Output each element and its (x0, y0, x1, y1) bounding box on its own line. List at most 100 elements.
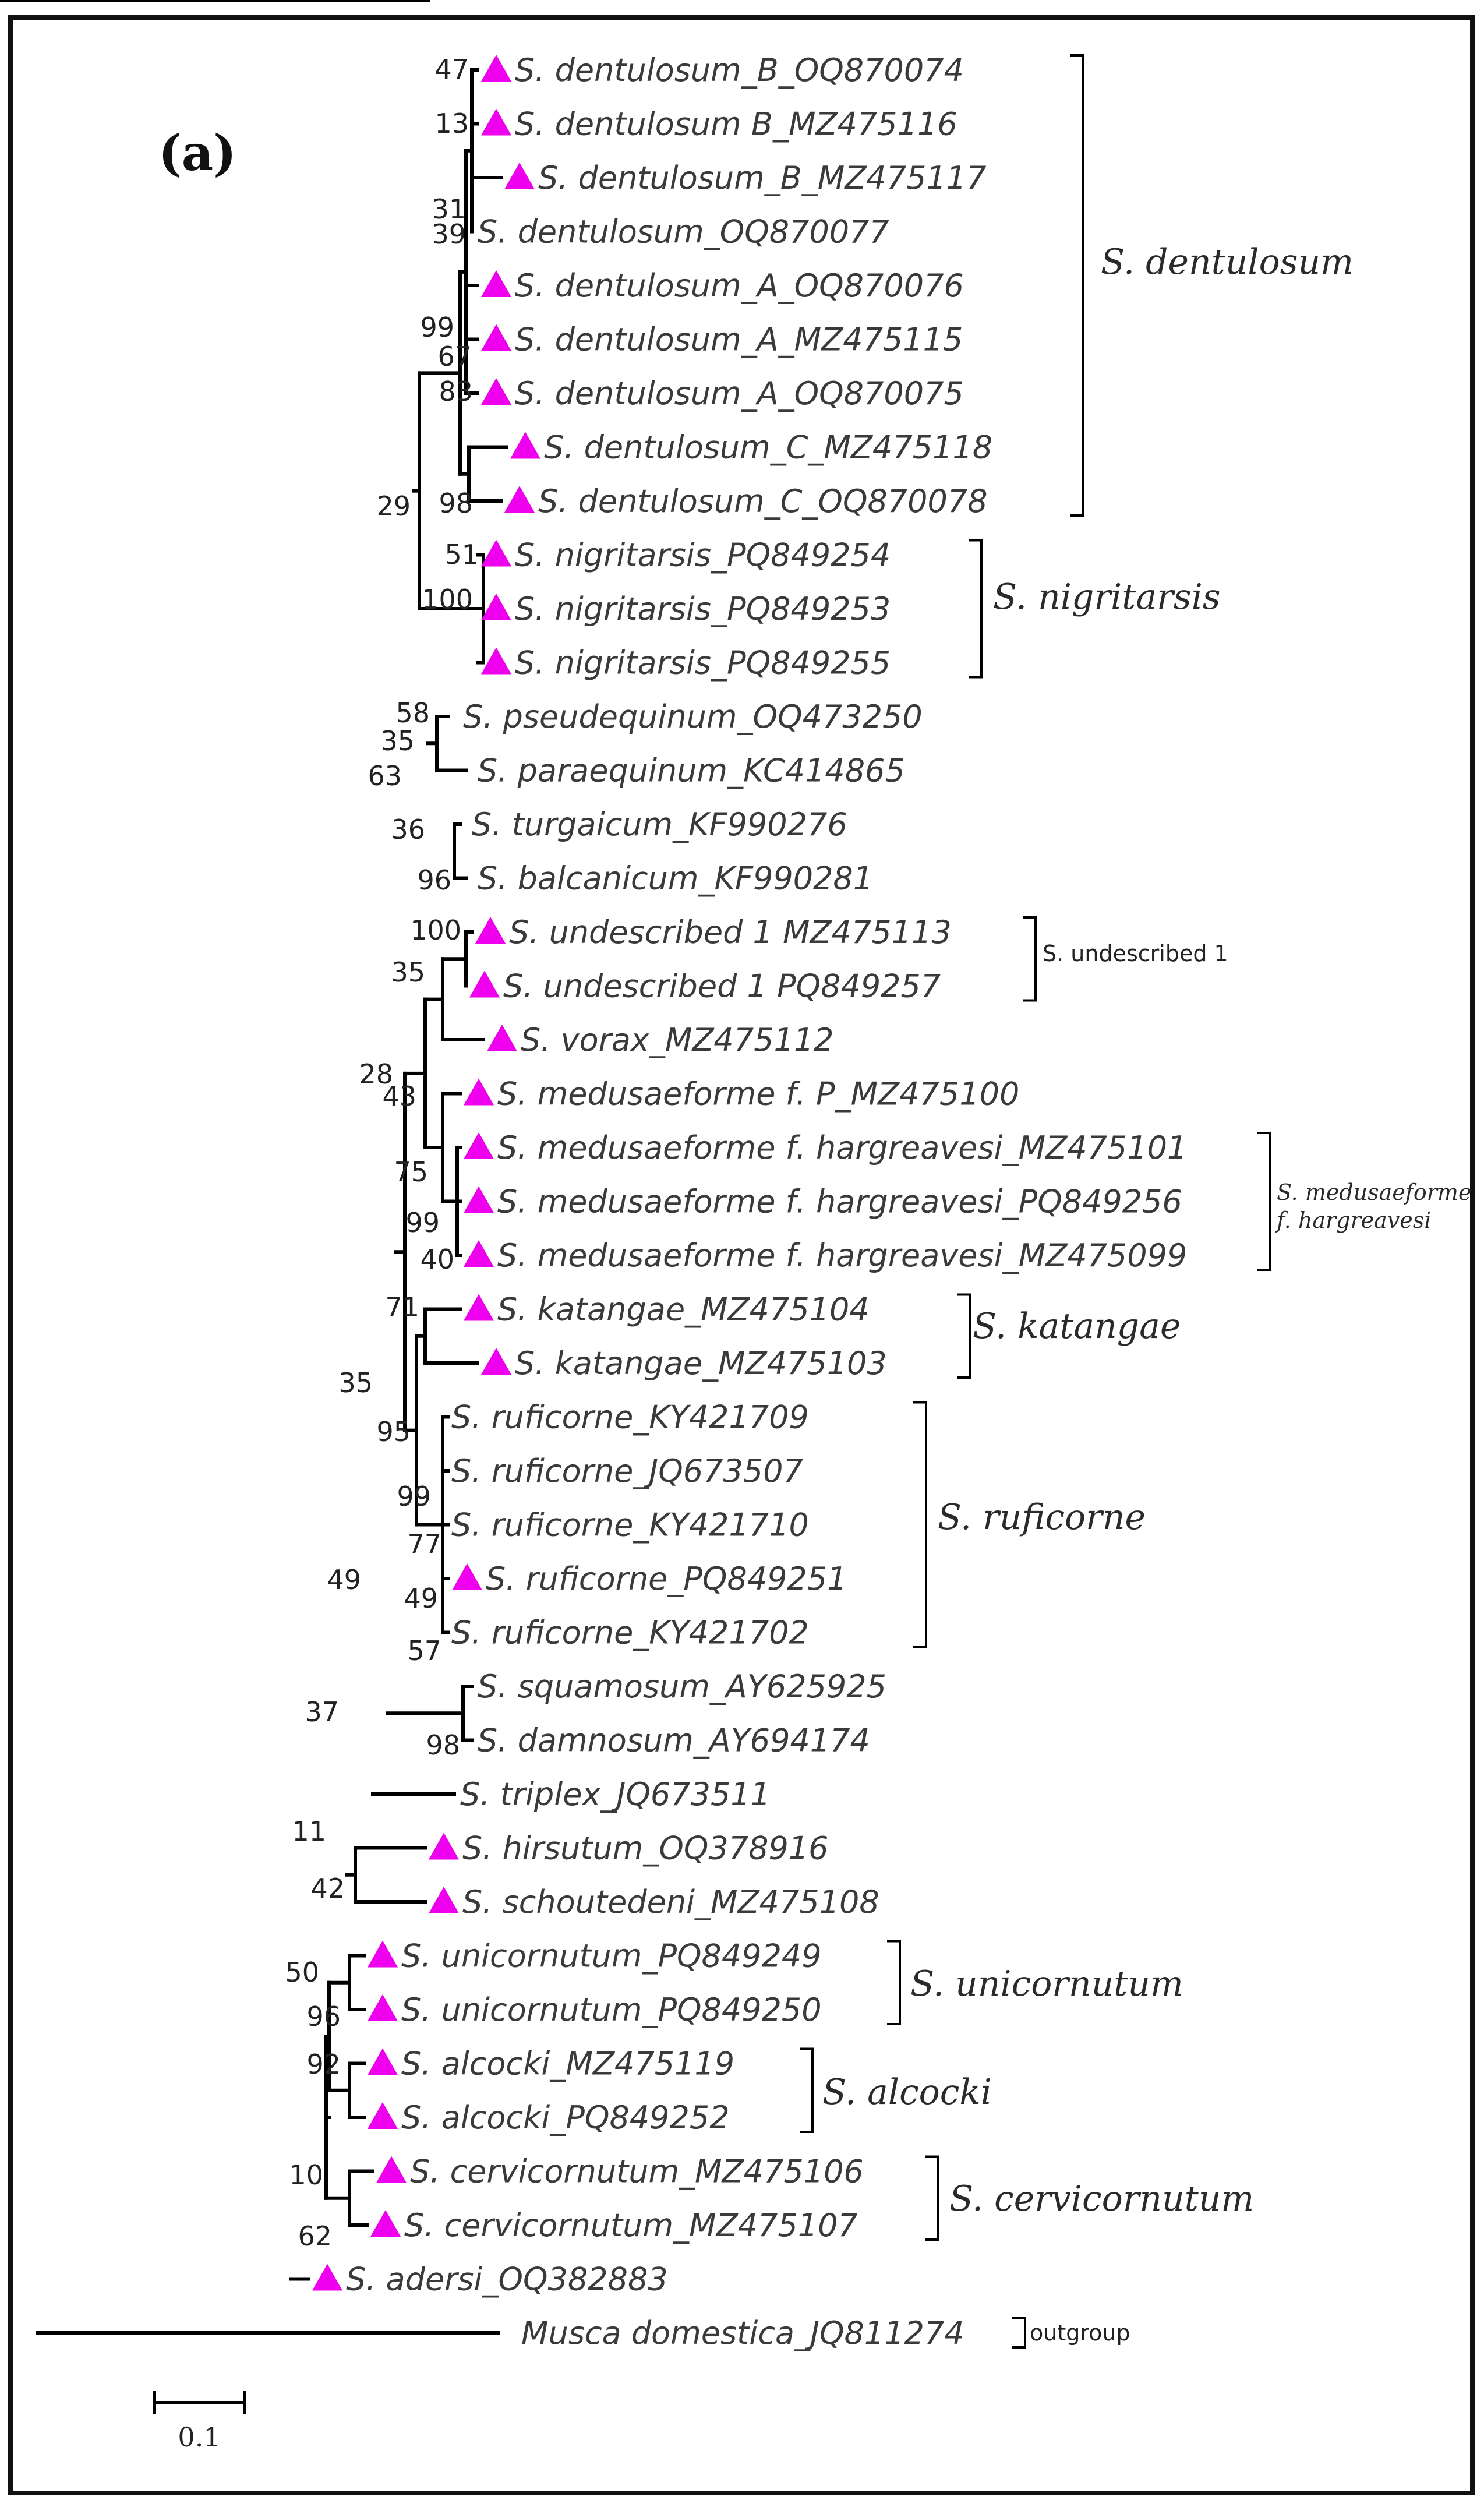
taxon-marker-triangle-icon (368, 2102, 398, 2129)
taxon-marker-triangle-icon (429, 1887, 459, 1913)
taxon-marker-triangle-icon (368, 1994, 398, 2021)
taxon-label: S. paraequinum_KC414865 (478, 753, 905, 789)
taxon-marker-triangle-icon (469, 970, 500, 998)
taxon-label: S. damnosum_AY694174 (478, 1722, 870, 1759)
taxon-label: S. ruficorne_PQ849251 (486, 1560, 847, 1597)
clade-label: S. katangae (973, 1306, 1181, 1347)
support-value: 67 (437, 341, 472, 372)
support-value: 28 (359, 1058, 393, 1090)
taxon-label: S. dentulosum_B_OQ870074 (515, 52, 964, 89)
support-value: 58 (395, 697, 430, 729)
tree-branches (0, 0, 508, 2335)
clade-label: f. hargreavesi (1275, 1207, 1431, 1233)
taxon-label: S. medusaeforme f. hargreavesi_MZ475099 (497, 1237, 1187, 1274)
taxon-marker-triangle-icon (464, 1186, 494, 1213)
taxon-marker-triangle-icon (481, 647, 511, 675)
taxon-label: S. squamosum_AY625925 (478, 1668, 886, 1705)
taxon-label: S. ruficorne_JQ673507 (451, 1453, 803, 1489)
taxon-marker-triangle-icon (464, 1132, 494, 1159)
taxon-marker-triangle-icon (475, 917, 506, 944)
taxon-label: S. schoutedeni_MZ475108 (462, 1884, 879, 1920)
taxon-label: S. dentulosum_C_OQ870078 (538, 483, 988, 520)
taxon-label: Musca domestica_JQ811274 (521, 2315, 964, 2351)
taxon-label: S. nigritarsis_PQ849254 (515, 537, 891, 574)
taxon-label: S. adersi_OQ382883 (346, 2261, 668, 2298)
clade-label: S. dentulosum (1101, 242, 1354, 283)
taxon-markers (312, 55, 540, 2291)
clade-bracket (800, 2047, 814, 2133)
taxon-marker-triangle-icon (376, 2156, 407, 2183)
taxon-label: S. unicornutum_PQ849249 (401, 1938, 822, 1975)
taxon-marker-triangle-icon (481, 594, 511, 620)
support-value: 10 (289, 2159, 323, 2191)
clade-label: S. unicornutum (910, 1964, 1183, 2004)
support-value: 96 (417, 864, 451, 896)
taxon-marker-triangle-icon (312, 2264, 342, 2291)
taxon-marker-triangle-icon (481, 270, 511, 297)
support-value: 50 (285, 1957, 319, 1988)
taxon-label: S. pseudequinum_OQ473250 (463, 698, 923, 735)
support-value: 13 (434, 108, 469, 139)
clade-label: S. cervicornutum (949, 2178, 1254, 2219)
support-value: 63 (368, 760, 402, 792)
support-value: 49 (404, 1583, 438, 1614)
taxon-marker-triangle-icon (368, 2048, 398, 2075)
clade-bracket (1257, 1132, 1271, 1271)
taxon-marker-triangle-icon (464, 1294, 494, 1321)
taxon-marker-triangle-icon (368, 1940, 398, 1968)
support-value: 98 (439, 488, 473, 519)
taxon-marker-triangle-icon (510, 432, 540, 459)
taxon-label: S. medusaeforme f. hargreavesi_PQ849256 (497, 1184, 1182, 1220)
taxon-label: S. dentulosum_C_MZ475118 (544, 429, 992, 466)
taxon-label: S. alcocki_MZ475119 (401, 2046, 734, 2082)
taxon-label: S. ruficorne_KY421710 (451, 1507, 809, 1544)
taxon-label: S. unicornutum_PQ849250 (401, 1992, 822, 2028)
taxon-marker-triangle-icon (464, 1078, 494, 1106)
taxon-marker-triangle-icon (370, 2210, 401, 2237)
clade-bracket (957, 1293, 971, 1379)
clade-label: outgroup (1030, 2320, 1130, 2346)
scale-bar-label: 0.1 (178, 2421, 220, 2453)
taxon-marker-triangle-icon (504, 486, 535, 513)
clade-bracket (1012, 2317, 1026, 2349)
taxon-label: S. ruficorne_KY421709 (451, 1399, 809, 1436)
taxon-label: S. katangae_MZ475104 (497, 1291, 870, 1328)
support-value: 96 (306, 2001, 341, 2032)
support-value: 35 (391, 956, 425, 988)
taxon-label: S. cervicornutum_MZ475106 (410, 2153, 864, 2190)
taxon-marker-triangle-icon (481, 55, 511, 82)
taxon-label: S. dentulosum_A_MZ475115 (515, 322, 963, 358)
support-value: 95 (376, 1416, 411, 1447)
support-value: 35 (380, 725, 415, 757)
taxon-marker-triangle-icon (481, 378, 511, 405)
taxon-label: S. nigritarsis_PQ849253 (515, 591, 891, 627)
clade-label: S. alcocki (822, 2072, 992, 2113)
support-value: 92 (306, 2049, 341, 2080)
clade-label: S. undescribed 1 (1043, 941, 1228, 966)
support-value: 71 (385, 1291, 419, 1323)
taxon-marker-triangle-icon (487, 1025, 517, 1051)
support-value: 49 (327, 1564, 361, 1595)
taxon-label: S. dentulosum_A_OQ870076 (515, 267, 964, 304)
support-value: 42 (310, 1873, 345, 1904)
support-value: 39 (432, 218, 466, 250)
support-value: 31 (432, 193, 466, 225)
scale-bar: 0.1 (153, 2391, 246, 2453)
support-value: 77 (407, 1528, 441, 1560)
clade-bracket (969, 539, 983, 679)
taxon-marker-triangle-icon (481, 539, 511, 567)
clade-label: S. medusaeforme (1277, 1180, 1471, 1205)
support-value: 11 (292, 1816, 326, 1847)
clade-bracket (1023, 916, 1037, 1002)
taxon-label: S. dentulosum_OQ870077 (478, 214, 889, 250)
taxon-marker-triangle-icon (481, 1348, 511, 1375)
support-value: 83 (439, 376, 473, 407)
support-value: 99 (420, 312, 454, 343)
taxon-label: S. vorax_MZ475112 (521, 1022, 834, 1058)
taxon-label: S. cervicornutum_MZ475107 (404, 2207, 858, 2244)
taxon-label: S. katangae_MZ475103 (515, 1345, 887, 1382)
support-value: 57 (407, 1635, 441, 1666)
support-values: 4713313999678398295110058356336961003528… (285, 54, 479, 2252)
taxon-label: S. dentulosum_A_OQ870075 (515, 375, 964, 412)
